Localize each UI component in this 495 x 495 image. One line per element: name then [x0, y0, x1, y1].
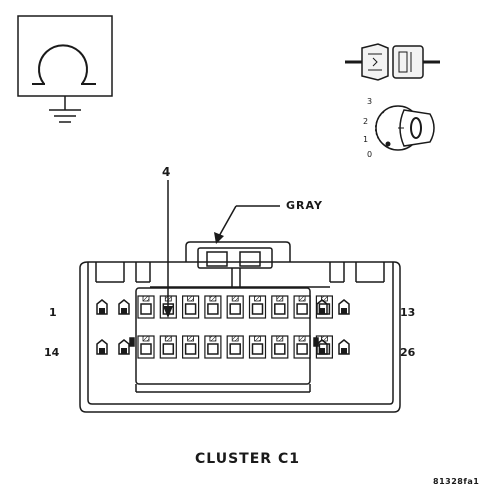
connector-caption: CLUSTER C1 — [195, 451, 300, 467]
pin-callout-label: 4 — [162, 165, 171, 179]
pin-cavity-2 — [118, 299, 130, 315]
connector-color-label: GRAY — [286, 199, 323, 212]
pin-cavity-23 — [293, 335, 311, 359]
ignition-position-1: 1 — [363, 135, 369, 144]
connector-latch — [185, 241, 291, 287]
pin-cavity-17 — [159, 335, 177, 359]
connector-halves-icon — [345, 43, 440, 81]
pin-cavity-13 — [338, 299, 350, 315]
ignition-position-0: 0 — [367, 150, 373, 159]
pin-cavity-22 — [271, 335, 289, 359]
ignition-position-3: 3 — [367, 97, 373, 106]
pin-cavity-26 — [338, 339, 350, 355]
pin-cavity-20 — [226, 335, 244, 359]
pin-cavity-8 — [248, 295, 267, 319]
pin-cavity-6 — [204, 295, 222, 319]
pin-cavity-15 — [118, 339, 130, 355]
gray-label-leader — [214, 205, 280, 244]
pin-cavity-14 — [96, 339, 108, 355]
figure-code: 81328fa1 — [433, 477, 480, 486]
pin-cavity-19 — [204, 335, 222, 359]
ohm-ground-icon — [17, 15, 113, 123]
pin-cavity-1 — [96, 299, 108, 315]
pin-cavity-4 — [159, 295, 177, 319]
pin-cavity-10 — [293, 295, 311, 319]
pin-4-callout-arrow — [163, 180, 173, 318]
pin-label-1: 1 — [49, 306, 57, 319]
pin-label-26: 26 — [400, 346, 416, 359]
pin-cavity-12 — [316, 299, 328, 315]
pin-cavity-7 — [226, 295, 244, 319]
ignition-position-2: 2 — [363, 117, 369, 126]
pin-label-14: 14 — [44, 346, 60, 359]
pin-label-13: 13 — [400, 306, 416, 319]
ignition-key-icon — [374, 105, 435, 151]
pin-cavity-5 — [182, 295, 200, 319]
pin-cavity-9 — [271, 295, 289, 319]
pin-cavity-21 — [248, 335, 267, 359]
pin-cavity-25 — [316, 339, 328, 355]
pin-cavity-3 — [137, 295, 155, 319]
pin-cavity-18 — [182, 335, 200, 359]
pin-cavities — [96, 295, 350, 359]
pin-cavity-16 — [137, 335, 155, 359]
